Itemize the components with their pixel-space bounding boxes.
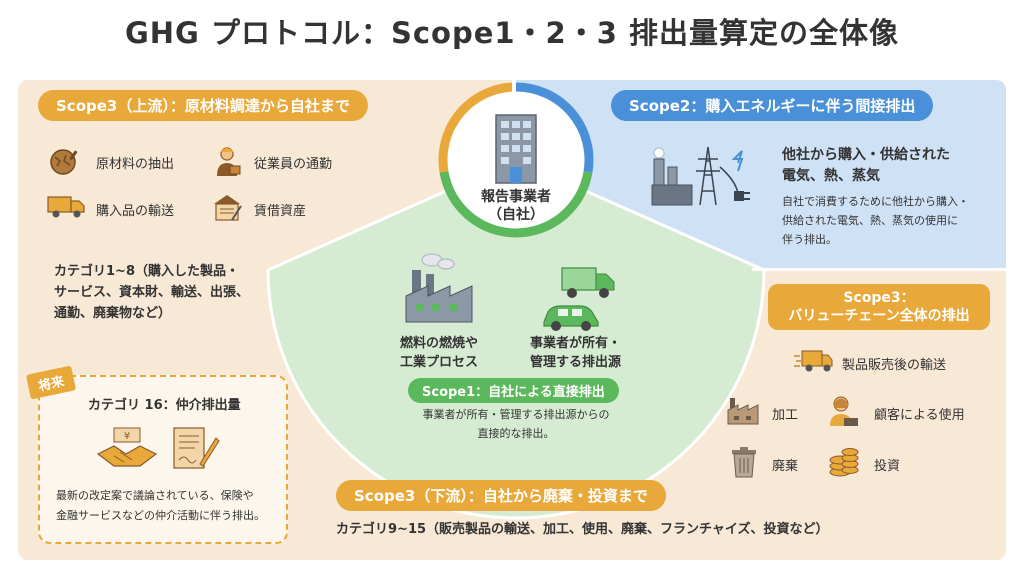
scope3-value-chain-label: Scope3： バリューチェーン全体の排出 <box>768 284 990 330</box>
trash-can-icon <box>730 446 758 478</box>
scope1-description: 事業者が所有・管理する排出源からの 直接的な排出。 <box>416 405 616 443</box>
scope1-green-border <box>266 269 766 520</box>
top-divider <box>512 80 516 120</box>
scope3-value-chain-label-line2: バリューチェーン全体の排出 <box>788 308 970 324</box>
future-description: 最新の改定案で議論されている、保険や 金融サービスなどの仲介活動に伴う排出。 <box>56 486 265 526</box>
page-title: GHG プロトコル：Scope1・2・3 排出量算定の全体像 <box>124 16 900 50</box>
scope1-item2-line1: 事業者が所有・ <box>530 336 622 351</box>
upstream-categories-line1: カテゴリ1~8（購入した製品・ <box>54 264 239 279</box>
handshake-icon: ¥ <box>96 426 158 472</box>
ring-segment-blue <box>515 82 594 173</box>
future-description-line1: 最新の改定案で議論されている、保険や <box>56 489 254 502</box>
lease-document-icon <box>210 190 244 224</box>
center-label-line1: 報告事業者 <box>481 189 551 205</box>
commute-label: 従業員の通勤 <box>254 157 333 172</box>
center-label: 報告事業者 （自社） <box>466 188 566 224</box>
ring-segment-orange <box>438 82 517 173</box>
scope3-upstream-label: Scope3（上流）：原材料調達から自社まで <box>38 90 368 121</box>
ring-segment-green <box>439 171 593 238</box>
power-plant-icon <box>650 145 760 207</box>
scope1-item2-line2: 管理する排出源 <box>530 355 622 370</box>
future-title: カテゴリ 16：仲介排出量 <box>88 398 241 413</box>
upstream-categories: カテゴリ1~8（購入した製品・ サービス、資本財、輸送、出張、 通勤、廃棄物など… <box>54 261 249 324</box>
scope1-description-line1: 事業者が所有・管理する排出源からの <box>422 408 610 421</box>
svg-text:¥: ¥ <box>124 431 130 442</box>
post-sale-transport-label: 製品販売後の輸送 <box>842 358 947 373</box>
upstream-categories-line3: 通勤、廃棄物など） <box>54 306 172 321</box>
scope3-downstream-label: Scope3（下流）：自社から廃棄・投資まで <box>336 480 666 511</box>
customer-laptop-icon <box>826 394 860 428</box>
future-description-line2: 金融サービスなどの仲介活動に伴う排出。 <box>56 509 265 522</box>
scope2-main-line2: 電気、熱、蒸気 <box>782 168 880 184</box>
disposal-label: 廃棄 <box>772 459 799 474</box>
scope1-green-area <box>268 160 764 518</box>
scope2-label: Scope2：購入エネルギーに伴う間接排出 <box>611 90 934 121</box>
scope2-main: 他社から購入・供給された 電気、熱、蒸気 <box>782 145 950 187</box>
center-label-line2: （自社） <box>488 207 544 223</box>
green-truck-icon <box>560 264 616 300</box>
commuter-icon <box>210 144 244 178</box>
scope1-item1-line1: 燃料の燃焼や <box>400 336 479 351</box>
scope1-item1: 燃料の燃焼や 工業プロセス <box>400 334 478 372</box>
scope1-item1-line2: 工業プロセス <box>400 355 479 370</box>
scope2-description: 自社で消費するために他社から購入・ 供給された電気、熱、蒸気の使用に 伴う排出。 <box>782 192 969 249</box>
truck-icon <box>46 194 86 220</box>
customer-use-label: 顧客による使用 <box>874 408 965 423</box>
delivery-truck-icon <box>794 348 834 374</box>
scope1-label: Scope1：自社による直接排出 <box>408 378 619 403</box>
scope2-description-line2: 供給された電気、熱、蒸気の使用に <box>782 214 958 227</box>
raw-material-icon <box>46 147 80 177</box>
processing-factory-icon <box>726 396 760 426</box>
scope1-description-line2: 直接的な排出。 <box>477 427 555 440</box>
scope2-description-line3: 伴う排出。 <box>782 233 837 246</box>
processing-label: 加工 <box>772 408 799 423</box>
scope2-description-line1: 自社で消費するために他社から購入・ <box>782 195 969 208</box>
coins-icon <box>828 444 860 478</box>
investment-label: 投資 <box>874 459 901 474</box>
downstream-categories: カテゴリ9~15（販売製品の輸送、加工、使用、廃棄、フランチャイズ、投資など） <box>336 522 829 537</box>
scope2-main-line1: 他社から購入・供給された <box>782 147 950 163</box>
factory-icon <box>402 252 490 324</box>
right-divider <box>752 268 1006 271</box>
future-category-box <box>38 375 288 544</box>
contract-pen-icon <box>170 424 220 474</box>
building-icon <box>490 113 542 185</box>
upstream-categories-line2: サービス、資本財、輸送、出張、 <box>54 285 250 300</box>
scope1-item2: 事業者が所有・ 管理する排出源 <box>530 334 621 372</box>
purchased-goods-transport-label: 購入品の輸送 <box>96 204 175 219</box>
raw-material-label: 原材料の抽出 <box>96 157 175 172</box>
scope3-value-chain-label-line1: Scope3： <box>843 290 915 306</box>
leased-assets-label: 賃借資産 <box>254 204 307 219</box>
car-icon <box>540 300 602 332</box>
